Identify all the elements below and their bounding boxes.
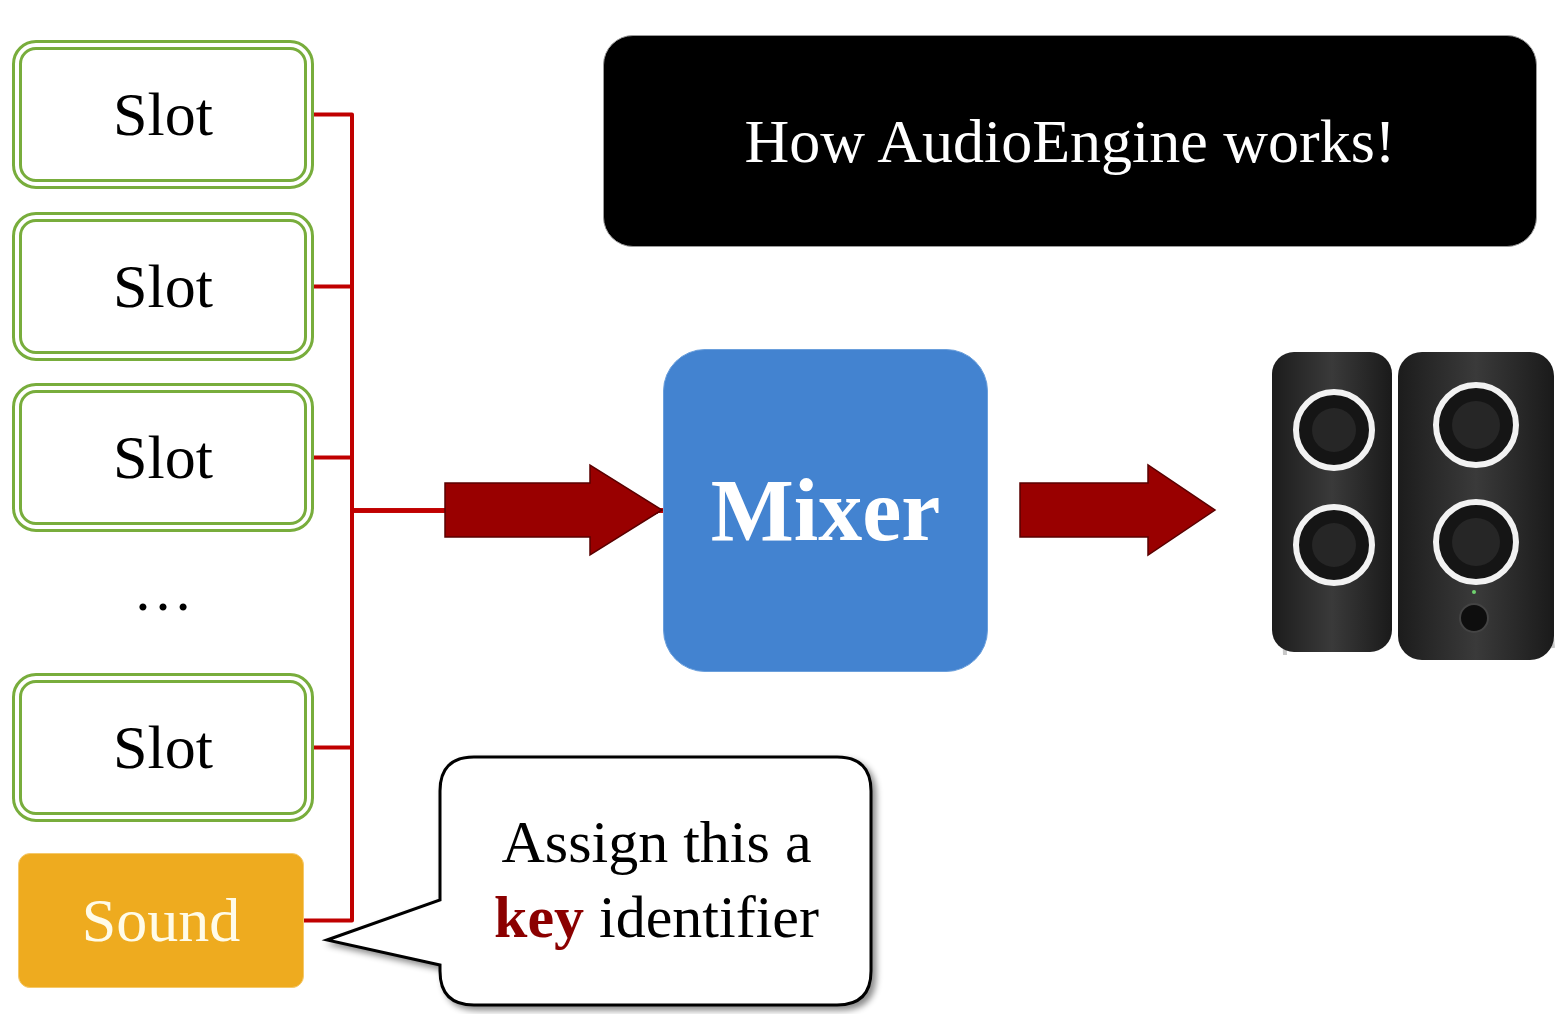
volume-knob bbox=[1460, 604, 1488, 632]
node-label: Sound bbox=[82, 885, 240, 956]
slot-box: Slot bbox=[12, 212, 314, 361]
signal-connector bbox=[314, 287, 663, 511]
speaker-driver bbox=[1436, 502, 1516, 582]
slot-box: Slot bbox=[12, 383, 314, 532]
node-label: Slot bbox=[113, 422, 213, 493]
callout-body: Assign this a key identifier bbox=[440, 755, 873, 1005]
speaker-cone bbox=[1312, 408, 1356, 452]
callout-word: key bbox=[494, 884, 599, 950]
speaker-cone bbox=[1452, 518, 1500, 566]
callout-word: this bbox=[683, 809, 785, 875]
speaker-cone bbox=[1312, 523, 1356, 567]
signal-connector bbox=[314, 511, 663, 748]
callout-word: identifier bbox=[599, 884, 819, 950]
block-arrow bbox=[1020, 465, 1215, 555]
ellipsis-label: … bbox=[103, 550, 223, 630]
speaker-driver bbox=[1296, 507, 1372, 583]
callout-text: Assign this a key identifier bbox=[464, 805, 849, 955]
node-label: Slot bbox=[113, 79, 213, 150]
callout-outline bbox=[327, 757, 871, 1005]
node-label: Slot bbox=[113, 712, 213, 783]
sound-box: Sound bbox=[18, 853, 304, 988]
callout-word: a bbox=[785, 809, 812, 875]
block-arrow bbox=[445, 465, 662, 555]
slot-box: Slot bbox=[12, 40, 314, 189]
speaker-driver bbox=[1296, 392, 1372, 468]
slot-box: Slot bbox=[12, 673, 314, 822]
power-led bbox=[1472, 590, 1476, 594]
right-speaker bbox=[1398, 352, 1554, 660]
title-banner: How AudioEngine works! bbox=[603, 35, 1537, 247]
left-speaker bbox=[1272, 352, 1392, 652]
mixer-box: Mixer bbox=[663, 349, 988, 672]
callout-word: Assign bbox=[501, 809, 683, 875]
speaker-driver bbox=[1436, 385, 1516, 465]
speakers-illustration bbox=[1272, 352, 1554, 660]
node-label: Slot bbox=[113, 251, 213, 322]
callout-outline bbox=[325, 755, 877, 1007]
callout-bubble: Assign this a key identifier bbox=[325, 755, 877, 1007]
speaker-cone bbox=[1452, 401, 1500, 449]
node-label: Mixer bbox=[711, 460, 941, 561]
